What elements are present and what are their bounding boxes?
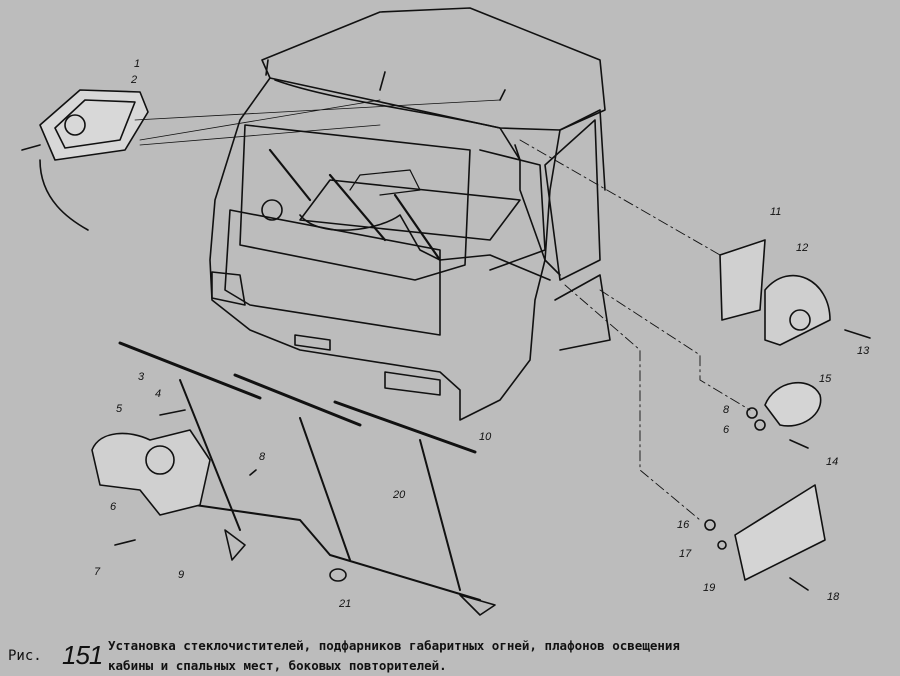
- caption-line-1: Установка стеклочистителей, подфарников …: [108, 638, 680, 653]
- callout-8: 8: [259, 451, 266, 463]
- callout-14: 14: [826, 456, 839, 468]
- callout-6: 6: [110, 501, 117, 513]
- leader-lines: [519, 139, 751, 521]
- callout-16: 16: [677, 519, 690, 531]
- callout-12: 12: [796, 242, 809, 254]
- side-lamps: [704, 239, 871, 591]
- caption-text: Установка стеклочистителей, подфарников …: [108, 636, 680, 676]
- wiper-mechanism: [91, 341, 496, 616]
- callout-13: 13: [857, 345, 870, 357]
- cab-body: [209, 7, 611, 421]
- callout-5: 5: [116, 403, 123, 415]
- callout-1: 1: [134, 58, 141, 70]
- callout-19: 19: [703, 582, 716, 594]
- cab-lamp-assembly: [21, 89, 501, 231]
- callout-7: 7: [94, 566, 101, 578]
- callout-6b: 6: [723, 424, 730, 436]
- figure-number: 151: [62, 640, 103, 670]
- callout-9: 9: [178, 569, 185, 581]
- callout-18: 18: [827, 591, 840, 603]
- figure-prefix: Рис.: [8, 648, 42, 664]
- callout-3: 3: [138, 371, 145, 383]
- callout-17: 17: [679, 548, 692, 560]
- callout-2: 2: [131, 74, 138, 86]
- callout-8b: 8: [723, 404, 730, 416]
- caption-line-2: кабины и спальных мест, боковых повторит…: [108, 658, 447, 673]
- callout-15: 15: [819, 373, 832, 385]
- callout-21: 21: [339, 598, 352, 610]
- callout-10: 10: [479, 431, 492, 443]
- callout-11: 11: [770, 206, 782, 218]
- callout-4: 4: [155, 388, 162, 400]
- callout-20: 20: [393, 489, 406, 501]
